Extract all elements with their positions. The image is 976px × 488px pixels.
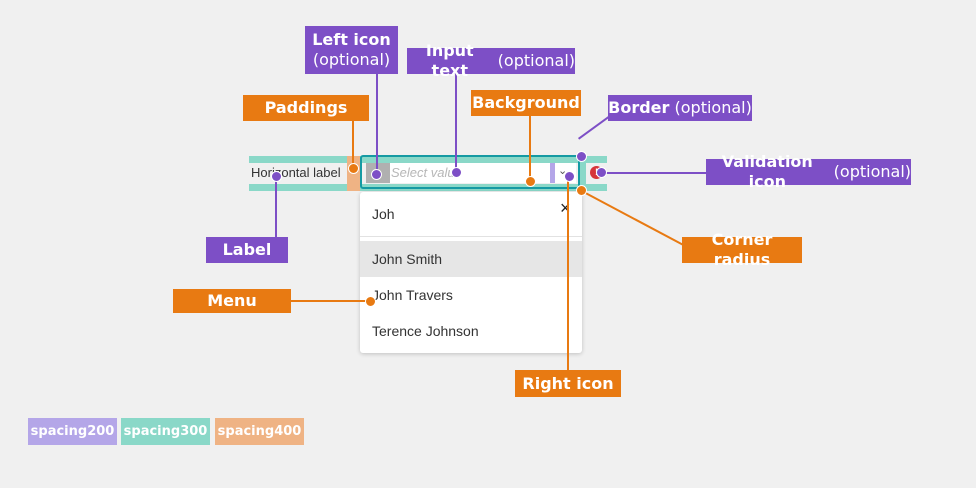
spacing300-strip-right <box>580 156 586 191</box>
callout-right-icon-title: Right icon <box>522 373 614 393</box>
legend-spacing400: spacing400 <box>215 418 304 445</box>
callout-corner-radius: Corner radius <box>682 230 802 269</box>
callout-left-icon-subtitle: (optional) <box>312 50 391 69</box>
background-connector <box>529 116 531 181</box>
inputText-dot <box>451 167 462 178</box>
leftIcon-dot <box>371 169 382 180</box>
border-dot <box>576 151 587 162</box>
menu-connector <box>291 300 371 302</box>
menu-item[interactable]: John Travers <box>372 287 453 303</box>
chevron-down-icon[interactable]: ⌄ <box>558 165 568 177</box>
callout-left-icon-title: Left icon <box>312 30 391 49</box>
menu-search-input[interactable]: Joh <box>372 206 395 222</box>
field-border[interactable] <box>360 155 580 189</box>
callout-right-icon: Right icon <box>515 370 621 397</box>
legend-spacing300: spacing300 <box>121 418 210 445</box>
close-icon[interactable]: × <box>560 198 571 218</box>
callout-background: Background <box>471 90 581 116</box>
legend-spacing200: spacing200 <box>28 418 117 445</box>
paddings-connector <box>352 120 354 168</box>
validation-connector <box>598 172 708 174</box>
callout-validation-icon-title: Validation icon <box>721 152 813 191</box>
callout-border-subtitle: (optional) <box>674 98 752 117</box>
validation-dot <box>596 167 607 178</box>
callout-input-text-title: Input text <box>425 41 474 80</box>
callout-paddings-title: Paddings <box>264 98 348 117</box>
menu-dot <box>365 296 376 307</box>
callout-left-icon: Left icon (optional) <box>305 26 398 74</box>
horizontal-label: Horizontal label <box>251 165 341 180</box>
callout-menu: Menu <box>173 289 291 313</box>
rightIcon-connector <box>567 176 569 370</box>
rightIcon-dot <box>564 171 575 182</box>
callout-validation-icon-subtitle: (optional) <box>833 162 911 181</box>
leftIcon-connector <box>376 74 378 174</box>
menu-item[interactable]: Terence Johnson <box>372 323 479 339</box>
inputText-connector <box>455 74 457 172</box>
callout-validation-icon: Validation icon (optional) <box>706 152 911 191</box>
callout-input-text: Input text (optional) <box>407 41 575 80</box>
callout-corner-radius-title: Corner radius <box>711 230 773 269</box>
field-background <box>366 163 576 183</box>
dropdown-menu: Joh × John Smith John Travers Terence Jo… <box>360 192 582 353</box>
callout-paddings: Paddings <box>243 95 369 121</box>
callout-background-title: Background <box>472 93 580 112</box>
callout-label-title: Label <box>222 240 272 259</box>
callout-border: Border (optional) <box>608 95 752 121</box>
spacing300-strip-top <box>249 156 607 163</box>
callout-menu-title: Menu <box>207 291 257 310</box>
paddings-dot <box>348 163 359 174</box>
label-dot <box>271 171 282 182</box>
label-connector <box>275 176 277 238</box>
select-input[interactable]: Select value <box>391 165 462 180</box>
spacing200-strip <box>550 163 555 183</box>
cornerRadius-connector <box>581 190 690 250</box>
cornerRadius-dot <box>576 185 587 196</box>
callout-label: Label <box>206 237 288 263</box>
callout-border-title: Border <box>608 98 670 117</box>
menu-divider <box>360 236 582 237</box>
background-dot <box>525 176 536 187</box>
callout-input-text-subtitle: (optional) <box>497 51 575 70</box>
menu-item[interactable]: John Smith <box>360 241 582 277</box>
